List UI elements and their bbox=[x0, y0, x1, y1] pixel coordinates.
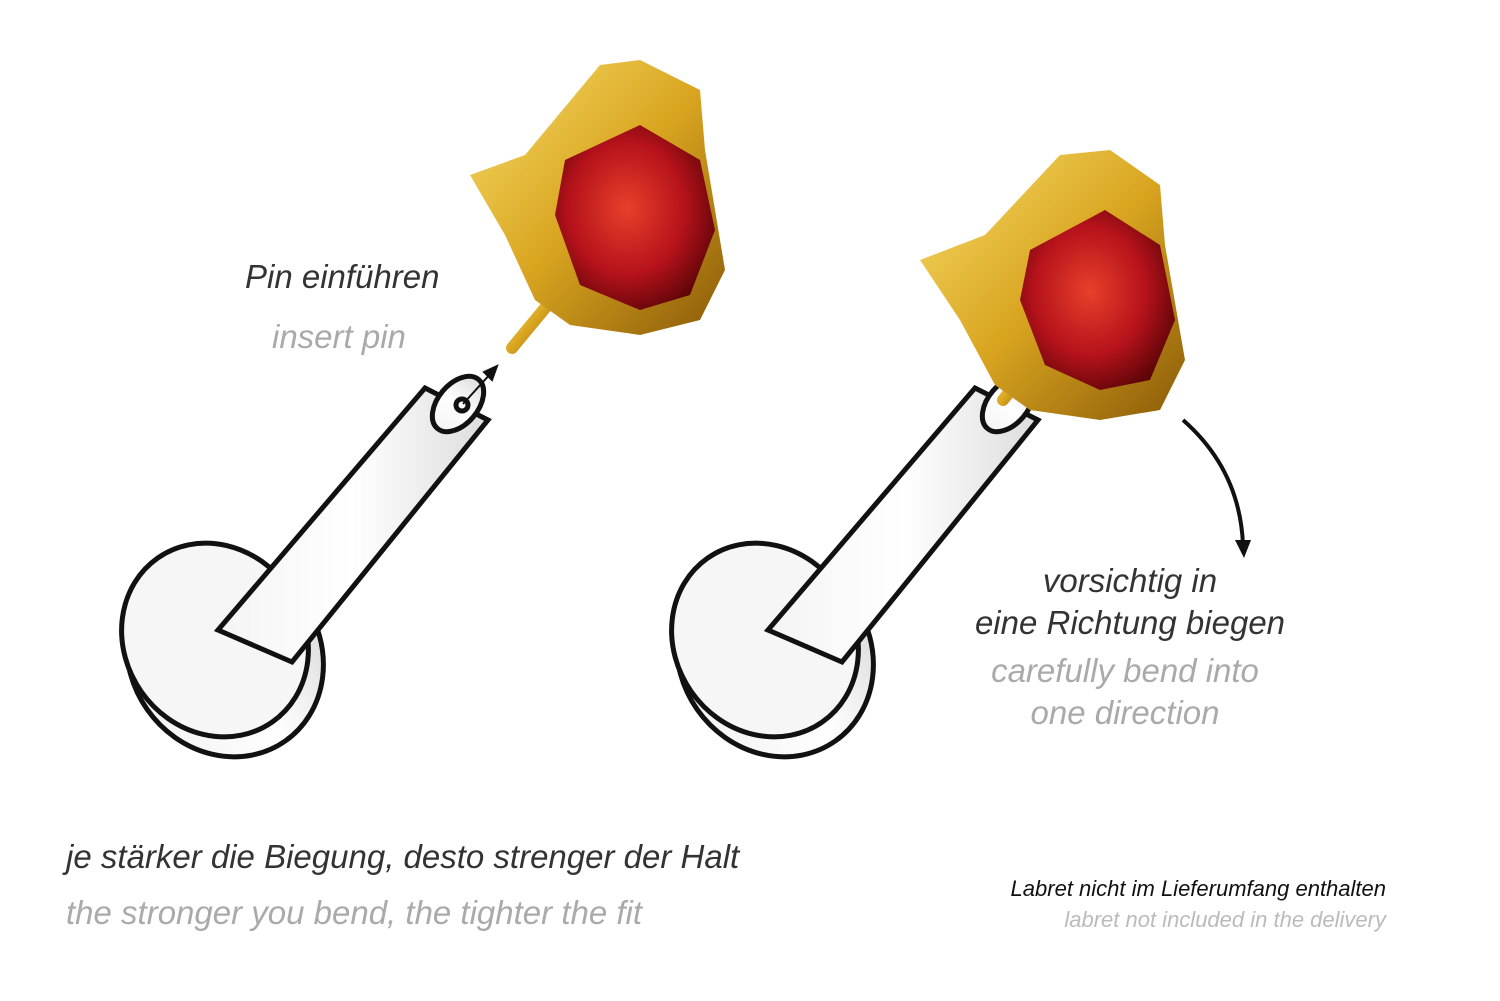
labret-left bbox=[119, 373, 492, 760]
heart-top-left bbox=[470, 60, 725, 354]
step1-label-en: insert pin bbox=[272, 318, 406, 355]
step2-label-en-2: one direction bbox=[1030, 694, 1220, 731]
labret-right bbox=[669, 373, 1042, 760]
step2-label-en-1: carefully bend into bbox=[991, 652, 1259, 689]
step2-label-de-1: vorsichtig in bbox=[1042, 562, 1218, 599]
note-en: labret not included in the delivery bbox=[1064, 907, 1386, 932]
heart-top-right bbox=[920, 150, 1185, 420]
bend-arrow bbox=[1181, 418, 1251, 558]
step1-label-de: Pin einführen bbox=[245, 258, 440, 295]
tip-de: je stärker die Biegung, desto strenger d… bbox=[66, 838, 740, 875]
step2-label-de-2: eine Richtung biegen bbox=[974, 604, 1286, 641]
insert-arrow bbox=[462, 364, 499, 405]
note-de: Labret nicht im Lieferumfang enthalten bbox=[1010, 876, 1386, 901]
tip-en: the stronger you bend, the tighter the f… bbox=[66, 894, 643, 931]
